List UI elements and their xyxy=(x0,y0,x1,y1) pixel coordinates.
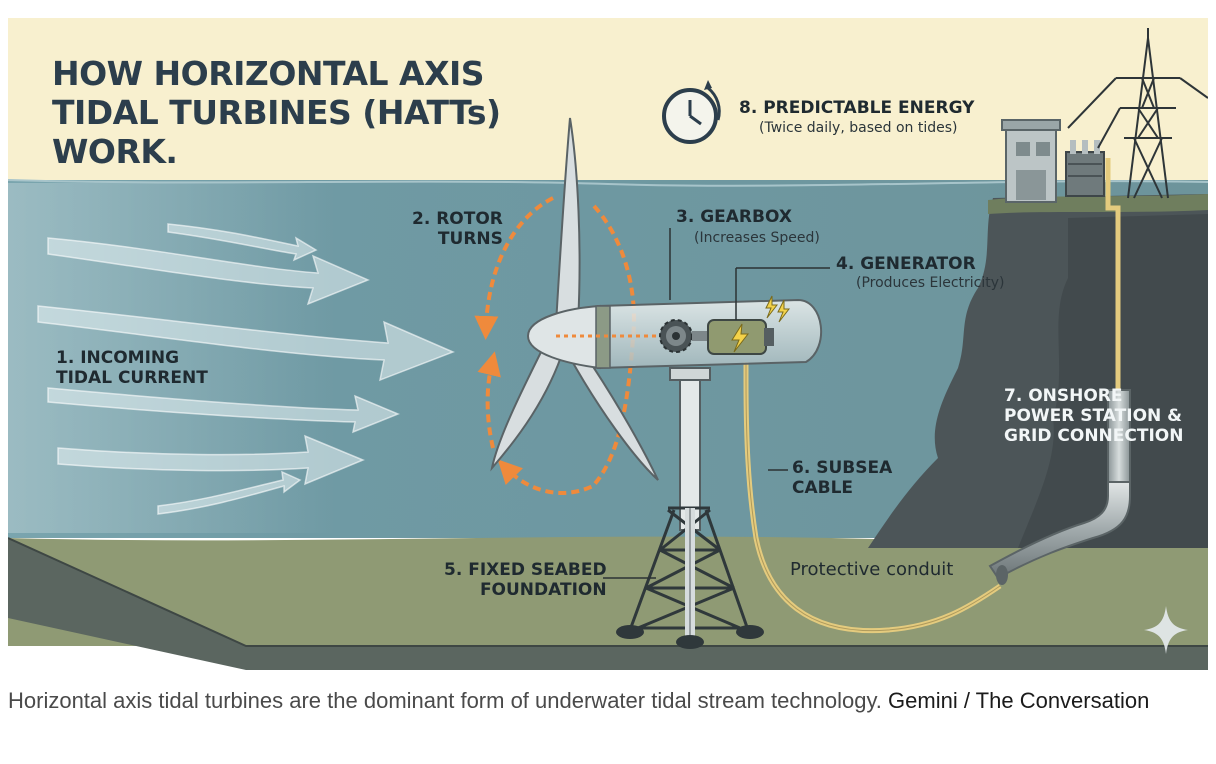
turbine-support-column xyxy=(669,367,711,531)
cable-up-cliff xyxy=(1105,158,1121,496)
seabed-top-edge xyxy=(8,537,1208,647)
label-fixed-seabed-foundation: 5. FIXED SEABED FOUNDATION xyxy=(444,560,607,600)
lightning-icon xyxy=(731,323,750,353)
conduit-end xyxy=(996,565,1008,585)
diagram-figure: HOW HORIZONTAL AXIS TIDAL TURBINES (HATT… xyxy=(8,18,1208,672)
figure-caption: Horizontal axis tidal turbines are the d… xyxy=(8,684,1208,718)
label-gearbox: 3. GEARBOX xyxy=(676,207,792,227)
rotation-arrows xyxy=(474,196,636,495)
cliff-rock-shade xyxy=(1018,214,1208,548)
lightning-icon xyxy=(765,295,791,323)
label-incoming-tidal-current: 1. INCOMING TIDAL CURRENT xyxy=(56,348,208,388)
conduit-vertical xyxy=(1107,389,1131,483)
sparkle-icon xyxy=(1144,606,1188,654)
caption-text: Horizontal axis tidal turbines are the d… xyxy=(8,688,882,713)
generator-unit xyxy=(707,319,774,355)
diagram-title: HOW HORIZONTAL AXIS TIDAL TURBINES (HATT… xyxy=(52,54,501,171)
tidal-current-arrows xyxy=(37,223,455,515)
foundation-feet xyxy=(616,625,764,649)
power-station xyxy=(1001,119,1061,203)
label-predictable-energy: 8. PREDICTABLE ENERGY xyxy=(739,98,975,118)
seabed-front xyxy=(8,538,1208,670)
label-protective-conduit: Protective conduit xyxy=(790,559,954,580)
lattice-foundation xyxy=(628,506,750,643)
label-gearbox-sub: (Increases Speed) xyxy=(694,230,820,246)
subsea-cable-outline xyxy=(745,362,1001,632)
label-predictable-energy-sub: (Twice daily, based on tides) xyxy=(759,120,958,136)
label-generator: 4. GENERATOR xyxy=(836,254,976,274)
gear-icon xyxy=(659,319,708,353)
label-subsea-cable: 6. SUBSEA CABLE xyxy=(792,458,893,498)
label-rotor-turns: 2. ROTOR TURNS xyxy=(412,209,503,249)
turbine-rotor xyxy=(490,117,659,481)
caption-credit: Gemini / The Conversation xyxy=(888,688,1150,713)
transformer-icon xyxy=(1065,140,1105,197)
diagram-canvas xyxy=(8,18,1208,670)
leader-lines xyxy=(603,228,830,579)
label-onshore-power-station: 7. ONSHORE POWER STATION & GRID CONNECTI… xyxy=(1004,386,1184,446)
seabed xyxy=(8,536,1208,646)
transmission-tower-icon xyxy=(1067,28,1208,199)
label-generator-sub: (Produces Electricity) xyxy=(856,275,1005,291)
clock-icon xyxy=(662,80,721,144)
